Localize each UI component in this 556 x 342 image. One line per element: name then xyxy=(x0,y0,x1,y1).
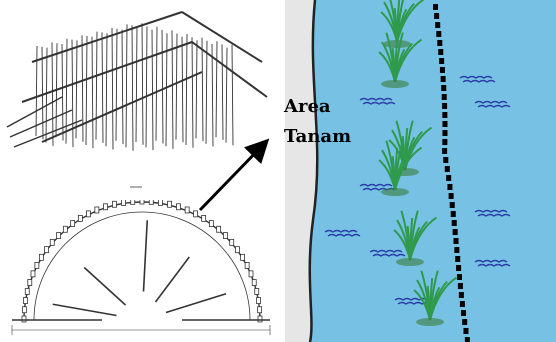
pointer-arrow-line xyxy=(200,145,263,210)
label-line-1: Area xyxy=(284,92,351,122)
area-tanam-label: Area Tanam xyxy=(284,92,351,152)
label-line-2: Tanam xyxy=(284,122,351,152)
